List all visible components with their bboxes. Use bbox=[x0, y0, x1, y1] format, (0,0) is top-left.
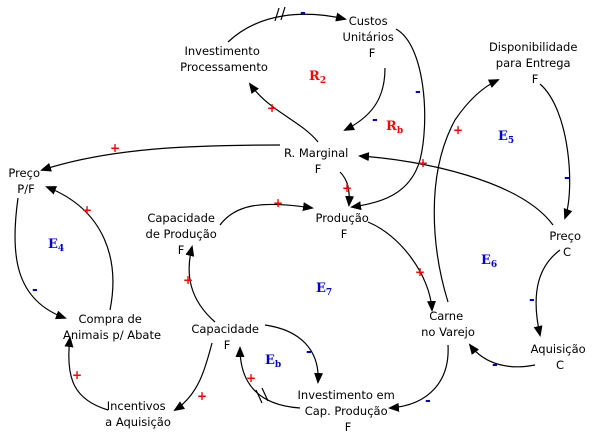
polarity-plus: + bbox=[267, 101, 277, 115]
link-disponibilidade-to-preco-c bbox=[539, 83, 573, 220]
link-capacidade-prod-to-producao bbox=[219, 202, 314, 226]
loop-label-e5: E5 bbox=[498, 129, 514, 146]
loop-label-e4: E4 bbox=[48, 237, 64, 254]
polarity-minus: - bbox=[425, 393, 431, 409]
polarity-plus: + bbox=[183, 273, 193, 287]
link-aquisicao-to-carne bbox=[468, 343, 536, 368]
node-carne-varejo: Carne no Varejo bbox=[421, 309, 475, 339]
link-producao-to-carne bbox=[367, 221, 436, 312]
link-rmarginal-to-preco-pf bbox=[40, 144, 281, 172]
polarity-plus: + bbox=[82, 203, 92, 217]
delay-mark-investimento-custos-2 bbox=[280, 6, 286, 21]
polarity-minus: - bbox=[564, 170, 570, 186]
link-investimento-to-custos bbox=[227, 12, 347, 43]
polarity-plus: + bbox=[110, 141, 120, 155]
polarity-plus: + bbox=[415, 265, 425, 279]
polarity-plus: + bbox=[197, 389, 207, 403]
polarity-minus: - bbox=[372, 112, 378, 128]
polarity-minus: - bbox=[306, 344, 312, 360]
link-rmarginal-to-investimento bbox=[248, 82, 319, 143]
link-compra-to-preco-pf bbox=[45, 186, 114, 311]
link-preco-c-to-aquisicao bbox=[533, 249, 561, 337]
link-incentivos-to-compra bbox=[64, 336, 109, 411]
link-capacidade-to-capacidade-prod bbox=[185, 245, 216, 323]
loop-label-e6: E6 bbox=[481, 253, 497, 270]
polarity-minus: - bbox=[415, 84, 421, 100]
polarity-plus: + bbox=[418, 156, 428, 170]
link-capacidade-to-incentivos bbox=[173, 342, 213, 412]
link-preco-pf-to-compra bbox=[14, 197, 67, 320]
loop-label-r2: R2 bbox=[309, 69, 326, 86]
nodes: Investimento Processamento Custos Unitár… bbox=[8, 14, 590, 434]
polarity-minus: - bbox=[529, 292, 535, 308]
node-producao: Produção F bbox=[316, 211, 373, 241]
polarities: - - - + + + + + - - - + - + + - + + + + … bbox=[32, 5, 570, 409]
loop-labels: R2 Rb E4 E5 E6 E7 Eb bbox=[48, 69, 514, 370]
link-carne-to-disponibilidade bbox=[433, 79, 500, 303]
node-disponibilidade-entrega: Disponibilidade para Entrega F bbox=[489, 40, 581, 86]
polarity-plus: + bbox=[453, 123, 463, 137]
link-preco-c-to-rmarginal bbox=[358, 152, 554, 226]
polarity-minus: - bbox=[492, 357, 498, 373]
polarity-plus: + bbox=[342, 181, 352, 195]
links bbox=[14, 12, 573, 412]
delay-marks bbox=[255, 6, 286, 404]
node-investimento-cap: Investimento em Cap. Produção F bbox=[298, 388, 399, 434]
node-custos-unitarios: Custos Unitários F bbox=[342, 14, 397, 60]
link-custos-to-rmarginal bbox=[343, 67, 386, 131]
node-r-marginal: R. Marginal F bbox=[284, 146, 352, 176]
node-capacidade-producao: Capacidade de Produção F bbox=[146, 211, 221, 257]
link-carne-to-investimento-cap bbox=[388, 344, 449, 412]
delay-mark-investimento-cap-1 bbox=[255, 389, 263, 404]
delay-mark-investimento-cap-2 bbox=[261, 387, 269, 402]
node-preco-pf: Preço P/F bbox=[8, 166, 43, 196]
polarity-plus: + bbox=[273, 196, 283, 210]
loop-label-e7: E7 bbox=[316, 281, 332, 298]
node-compra-animais: Compra de Animais p/ Abate bbox=[63, 312, 161, 342]
polarity-minus: - bbox=[32, 282, 38, 298]
polarity-plus: + bbox=[72, 368, 82, 382]
delay-mark-investimento-custos-1 bbox=[274, 7, 280, 22]
node-capacidade: Capacidade F bbox=[191, 322, 262, 352]
polarity-minus: - bbox=[300, 5, 306, 21]
node-investimento-processamento: Investimento Processamento bbox=[180, 44, 268, 74]
link-rmarginal-to-producao bbox=[339, 171, 355, 207]
node-preco-c: Preço C bbox=[549, 229, 584, 259]
node-aquisicao: Aquisição C bbox=[531, 342, 590, 372]
loop-label-eb: Eb bbox=[265, 353, 281, 370]
node-incentivos: Incentivos a Aquisição bbox=[105, 399, 171, 429]
link-investimento-cap-to-capacidade bbox=[235, 346, 301, 409]
link-capacidade-to-investimento-cap bbox=[264, 324, 324, 384]
loop-label-rb: Rb bbox=[386, 119, 403, 136]
link-custos-to-producao bbox=[350, 28, 426, 211]
polarity-plus: + bbox=[246, 371, 256, 385]
